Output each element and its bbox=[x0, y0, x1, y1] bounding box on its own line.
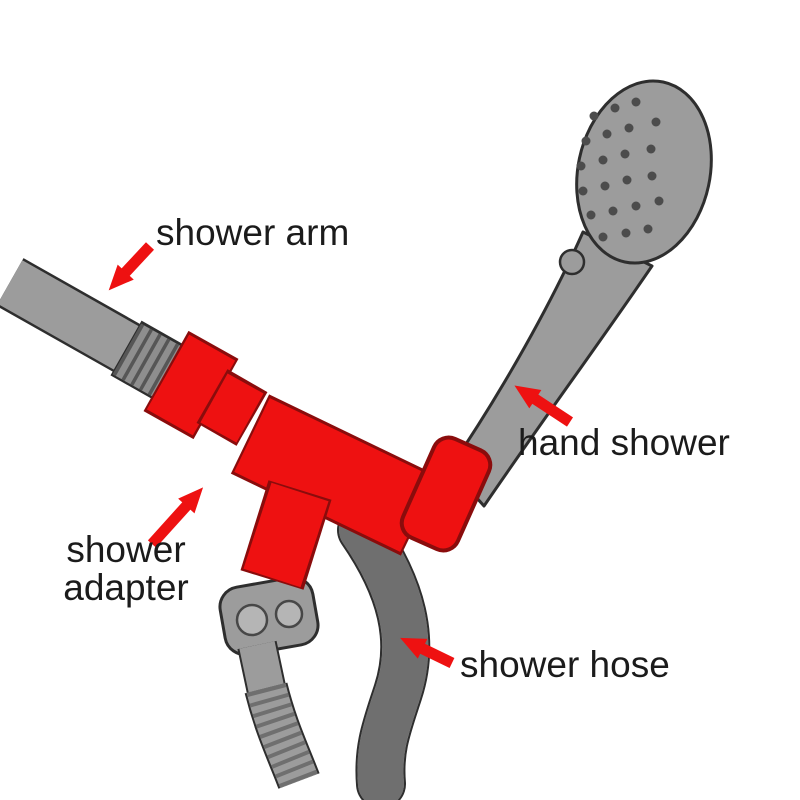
shower-adapter-arrow-icon bbox=[147, 487, 204, 548]
spray-nozzle-dots bbox=[576, 97, 664, 242]
handle-holder-bracket bbox=[399, 435, 493, 553]
shower-hose-arrow-icon bbox=[400, 637, 455, 668]
label-shower-adapter: shower adapter bbox=[52, 529, 200, 609]
label-shower-adapter-line2: adapter bbox=[63, 567, 189, 609]
ball-joint-shape bbox=[218, 576, 320, 656]
callout-arrows bbox=[108, 242, 574, 668]
bottom-hose-ribs bbox=[246, 682, 318, 789]
label-shower-hose: shower hose bbox=[460, 644, 670, 685]
hand-shower-lever bbox=[558, 248, 586, 276]
hose-ribs bbox=[339, 507, 429, 800]
shower-arm-arrow-icon bbox=[108, 242, 155, 291]
label-shower-arm: shower arm bbox=[156, 212, 350, 253]
label-shower-adapter-line1: shower bbox=[66, 529, 186, 570]
shower-arm-shape bbox=[0, 258, 202, 410]
hand-shower-handle bbox=[448, 230, 654, 508]
shower-adapter-shape bbox=[143, 330, 493, 590]
label-hand-shower: hand shower bbox=[518, 422, 730, 463]
hand-shower-shape bbox=[448, 79, 713, 508]
hand-shower-arrow-icon bbox=[514, 385, 574, 427]
hand-shower-head bbox=[575, 79, 713, 265]
bottom-hose-shape bbox=[237, 640, 320, 789]
shower-hose-shape bbox=[337, 505, 431, 800]
arm-thread-ribs bbox=[112, 323, 199, 407]
